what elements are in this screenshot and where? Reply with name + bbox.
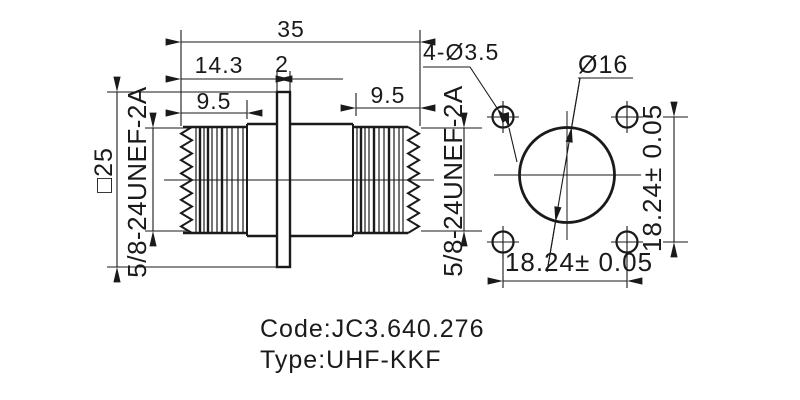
left-thread-spec-label: 5/8-24UNEF-2A: [122, 86, 152, 278]
left-thread-section: [179, 124, 248, 236]
mounting-hole-leader: [423, 66, 518, 163]
mounting-flange: [275, 90, 292, 269]
connector-body: [247, 90, 354, 269]
side-view: 35 14.3 2 9.5 9.5 □25 5/8-24UNEF-2A 5/8-…: [90, 16, 482, 283]
dim-end-to-flange-text: 14.3: [195, 52, 244, 78]
right-thread-hatch: [356, 128, 404, 232]
center-bore-leader: [546, 77, 633, 273]
dim-right-thread-text: 9.5: [371, 82, 406, 108]
dim-left-thread-text: 9.5: [197, 88, 232, 114]
hole-spacing-dimensions: [487, 101, 688, 288]
dim-hole-spacing-horizontal-text: 18.24± 0.05: [505, 247, 653, 277]
dim-hole-spacing-vertical-text: 18.24± 0.05: [637, 104, 667, 252]
extension-lines: [107, 30, 482, 268]
dim-flange-thickness-text: 2: [275, 51, 289, 77]
dim-mounting-holes-text: 4-Ø3.5: [423, 39, 499, 65]
dimension-lines: [113, 38, 468, 283]
dim-center-bore-text: Ø16: [578, 51, 628, 79]
mounting-holes: [487, 101, 643, 258]
part-type-text: Type:UHF-KKF: [260, 346, 441, 374]
dim-overall-length-text: 35: [277, 16, 305, 42]
part-code-text: Code:JC3.640.276: [260, 315, 484, 343]
left-thread-hatch: [195, 128, 244, 232]
right-thread-section: [353, 125, 421, 235]
front-view: 4-Ø3.5 Ø16 18.24± 0.05 18.24± 0.05: [423, 39, 688, 288]
right-thread-zigzag: [406, 126, 421, 234]
left-thread-zigzag: [179, 126, 194, 234]
right-thread-spec-label: 5/8-24UNEF-2A: [438, 85, 468, 277]
title-block: Code:JC3.640.276 Type:UHF-KKF: [260, 315, 484, 374]
dim-flange-square-text: □25: [90, 147, 118, 193]
